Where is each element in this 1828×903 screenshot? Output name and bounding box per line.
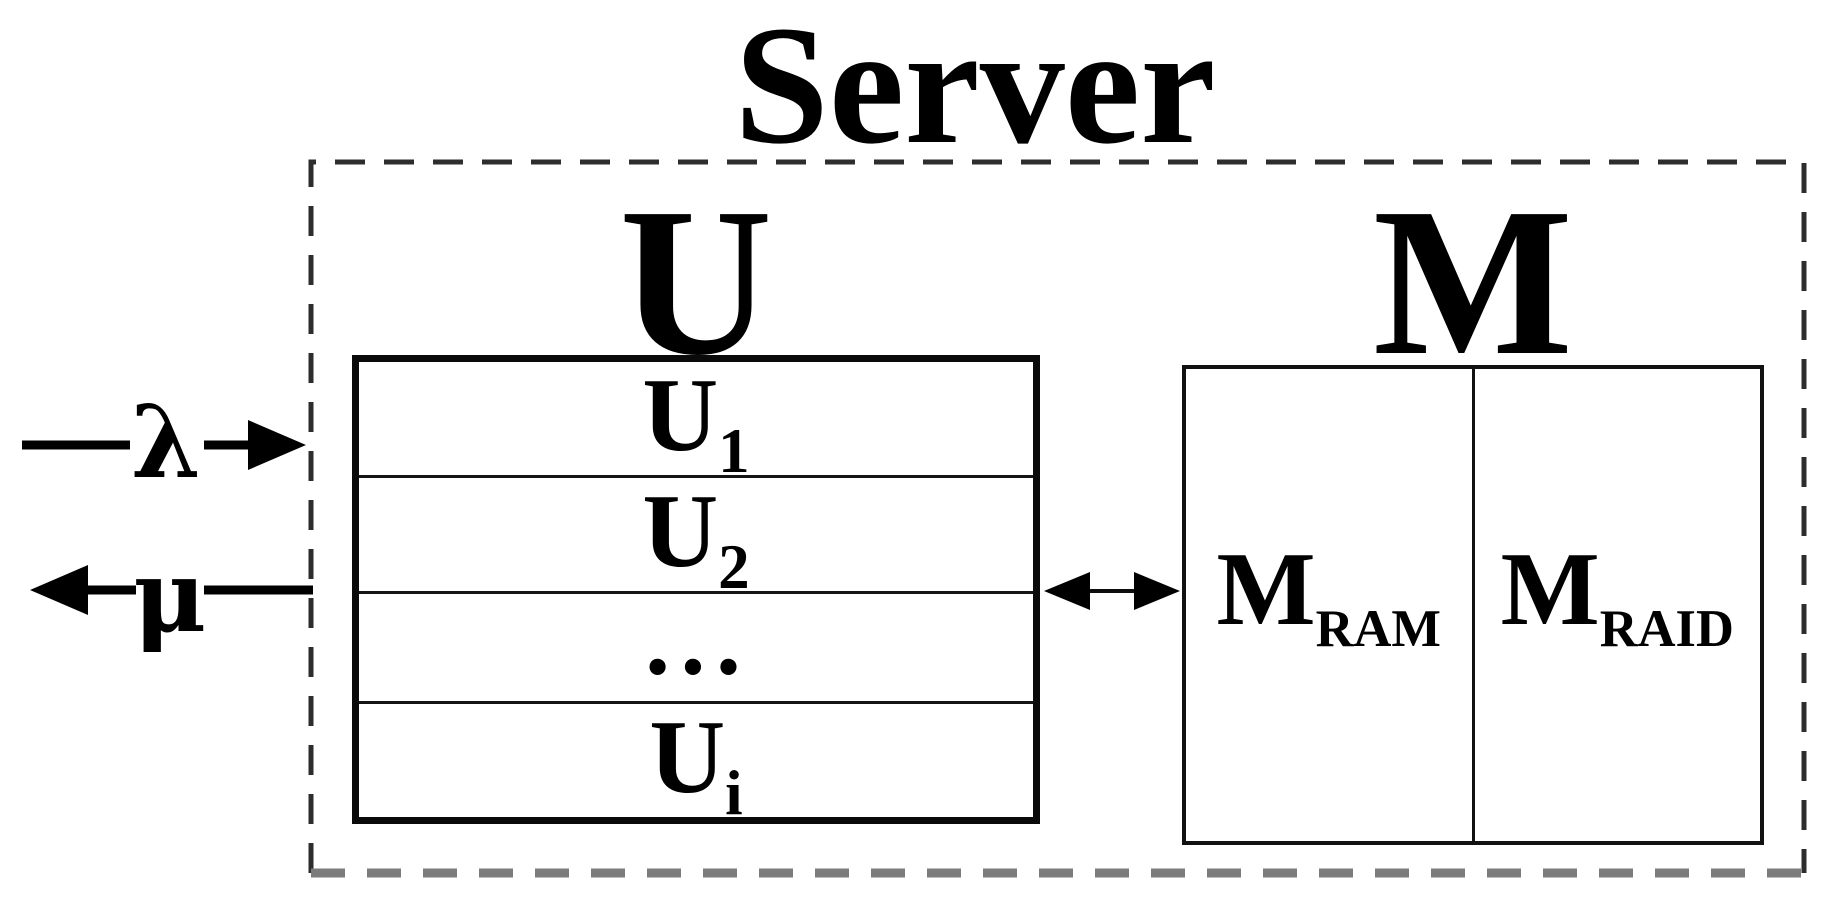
memory-exchange-double-arrow-icon (1044, 572, 1180, 610)
memory-cell-label: MRAID (1501, 536, 1734, 655)
arrival-rate-label: λ (130, 383, 202, 501)
queue-row-label-base: U (642, 356, 719, 473)
diagram-title: Server (734, 0, 1216, 179)
user-queue-box: U1 U2 ••• Ui (352, 355, 1040, 825)
queue-row-ui: Ui (359, 701, 1033, 825)
server-boundary-dashed-border (308, 159, 1807, 873)
memory-cell-label-sub: RAM (1315, 599, 1441, 658)
queue-row-label-sub: 1 (718, 416, 750, 486)
queue-section-heading: U (619, 164, 773, 399)
departure-left-arrow-icon (30, 565, 313, 615)
ellipsis-dots: ••• (642, 640, 750, 695)
memory-cell-raid: MRAID (1471, 369, 1761, 841)
departure-rate-label: μ (133, 537, 207, 655)
memory-box: MRAM MRAID (1182, 365, 1764, 845)
memory-cell-label-sub: RAID (1599, 599, 1734, 658)
memory-cell-label-base: M (1216, 529, 1316, 647)
memory-cell-label: MRAM (1217, 536, 1442, 655)
memory-cell-label-base: M (1500, 529, 1600, 647)
queue-row-label: U1 (642, 362, 749, 483)
queue-row-label: U2 (642, 478, 749, 599)
queue-row-label-base: U (649, 698, 726, 815)
memory-section-heading: M (1372, 164, 1574, 399)
queue-row-u1: U1 (359, 362, 1033, 483)
memory-cell-ram: MRAM (1186, 369, 1472, 841)
queue-row-label-sub: i (725, 758, 743, 828)
queue-row-label-base: U (642, 472, 719, 589)
queue-row-label-sub: 2 (718, 532, 750, 602)
arrival-right-arrow-icon (22, 420, 306, 470)
queue-row-ellipsis: ••• (359, 591, 1033, 701)
queue-row-u2: U2 (359, 475, 1033, 599)
queue-row-label: Ui (649, 704, 742, 825)
